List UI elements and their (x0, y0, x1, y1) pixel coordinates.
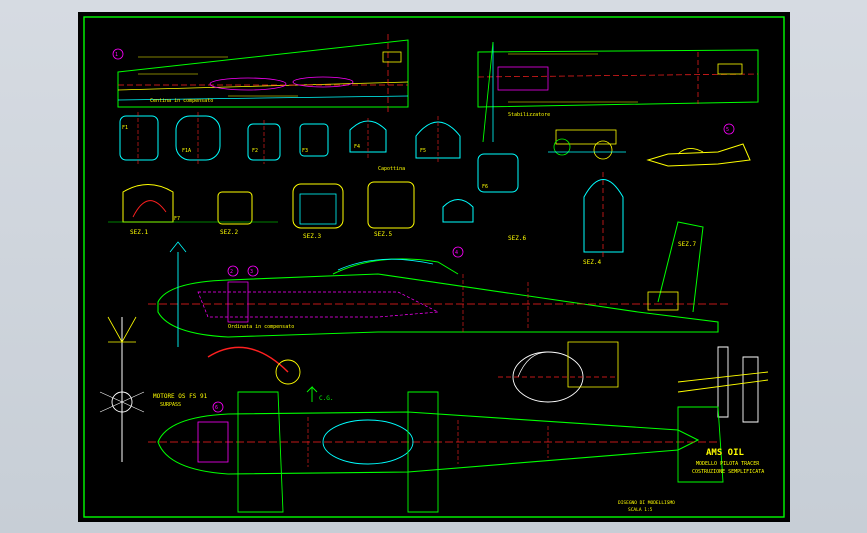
tail-planform (477, 41, 759, 143)
frame-label-4: F3 (302, 148, 308, 154)
cowl-detail (498, 341, 619, 403)
drawing-title: AMS OIL (706, 448, 745, 458)
circled-number-3: 3 (250, 269, 253, 275)
wing-planform (112, 34, 409, 112)
circled-number-5: 5 (726, 127, 729, 133)
mini-side-view (646, 143, 751, 167)
engine-note: MOTORE OS FS 91 (153, 393, 208, 400)
section-label-1: SEZ.1 (130, 229, 148, 236)
circled-number-4: 4 (455, 250, 458, 256)
landing-gear-detail (548, 123, 735, 160)
fuselage-frames-row1 (119, 112, 461, 164)
footer-line-1: DISEGNO DI MODELLISMO (618, 500, 675, 506)
frame-label-1: F1 (122, 125, 128, 131)
note-wing-top: Centina in compensato (150, 98, 213, 104)
fuselage-sections-row2 (108, 153, 624, 257)
note-tail: Stabilizzatore (508, 112, 550, 118)
fuselage-top-view (148, 391, 724, 513)
cad-drawing: Centina in compensato Ordinata in compen… (83, 16, 785, 518)
section-label-7: SEZ.7 (678, 241, 696, 248)
drawing-subtitle-2: COSTRUZIONE SEMPLIFICATA (692, 469, 764, 475)
note-canopy: Capottina (378, 166, 405, 172)
frame-label-2: F1A (182, 148, 191, 154)
cg-label: C.G. (319, 395, 333, 402)
fuselage-side-view (148, 221, 728, 402)
footer-line-2: SCALA 1:5 (628, 507, 653, 513)
front-view (99, 316, 145, 462)
drawing-subtitle-1: MODELLO PILOTA TRACER (696, 461, 760, 467)
section-label-4: SEZ.4 (583, 259, 601, 266)
drawing-text: Centina in compensato Ordinata in compen… (115, 52, 764, 513)
circled-number-1: 1 (115, 52, 118, 58)
section-label-2: SEZ.2 (220, 229, 238, 236)
section-label-3: SEZ.3 (303, 233, 321, 240)
frame-label-7: F6 (482, 184, 488, 190)
drawing-border (83, 16, 785, 518)
drawing-canvas[interactable]: Centina in compensato Ordinata in compen… (78, 12, 790, 522)
note-fuselage: Ordinata in compensato (228, 324, 294, 330)
section-label-6: SEZ.6 (508, 235, 526, 242)
frame-label-8: F7 (174, 216, 180, 222)
section-label-5: SEZ.5 (374, 231, 392, 238)
circled-number-6: 6 (215, 405, 218, 411)
engine-sub: SURPASS (160, 402, 181, 408)
frame-label-3: F2 (252, 148, 258, 154)
tail-front-view (677, 346, 769, 423)
frame-label-5: F4 (354, 144, 360, 150)
circled-number-2: 2 (230, 269, 233, 275)
frame-label-6: F5 (420, 148, 426, 154)
